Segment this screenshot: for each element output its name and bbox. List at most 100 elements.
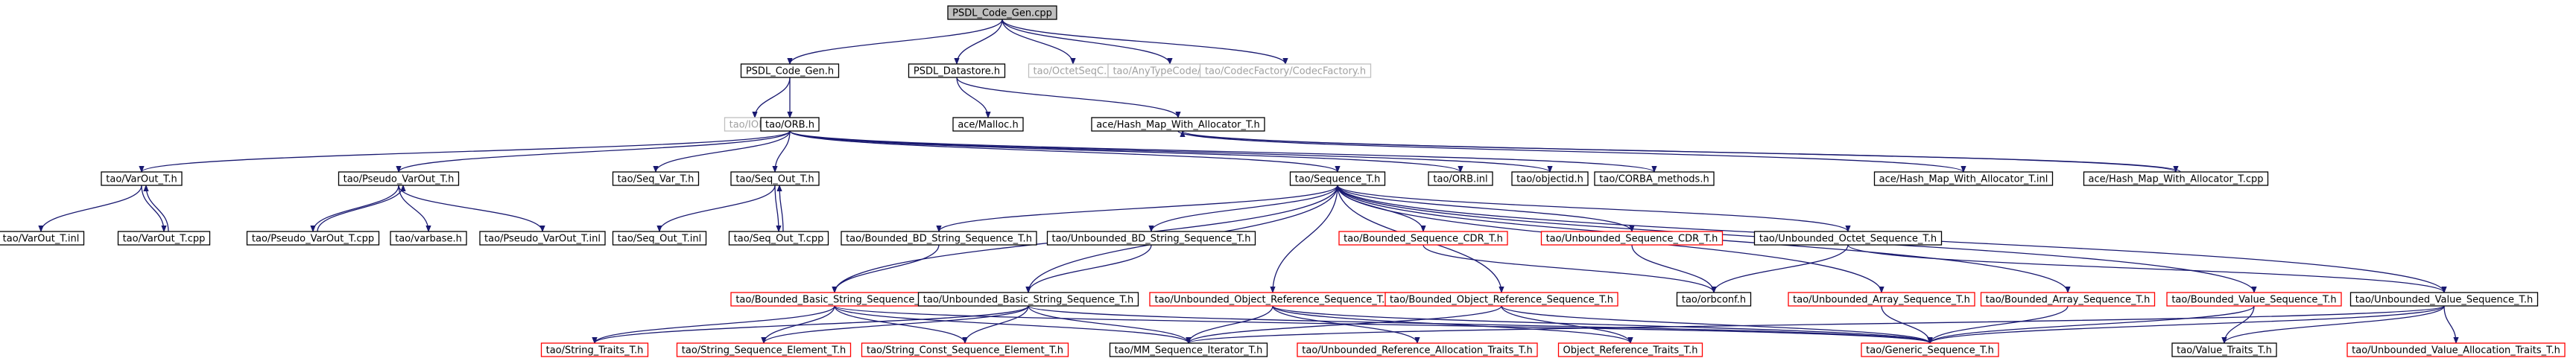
graph-edge xyxy=(1930,305,2069,344)
graph-node-psdl-code-gen-h[interactable]: PSDL_Code_Gen.h xyxy=(740,63,840,78)
graph-node-psdl-datastore-h[interactable]: PSDL_Datastore.h xyxy=(908,63,1006,78)
graph-node-unbounded-array-h[interactable]: tao/Unbounded_Array_Sequence_T.h xyxy=(1788,292,1975,307)
graph-node-objref-traits-h[interactable]: Object_Reference_Traits_T.h xyxy=(1557,342,1703,357)
graph-node-bounded-bd-h[interactable]: tao/Bounded_BD_String_Sequence_T.h xyxy=(841,231,1037,246)
graph-node-seq-out-h[interactable]: tao/Seq_Out_T.h xyxy=(730,171,820,186)
graph-edge xyxy=(317,185,403,232)
graph-node-string-seq-elem-h[interactable]: tao/String_Sequence_Element_T.h xyxy=(676,342,852,357)
graph-node-unbounded-objref-h[interactable]: tao/Unbounded_Object_Reference_Sequence_… xyxy=(1149,292,1396,307)
graph-node-box xyxy=(1511,171,1589,186)
graph-node-box xyxy=(1338,231,1508,246)
graph-node-unbounded-octet-h[interactable]: tao/Unbounded_Octet_Sequence_T.h xyxy=(1753,231,1943,246)
graph-node-pseudo-varout-cpp[interactable]: tao/Pseudo_VarOut_T.cpp xyxy=(246,231,380,246)
graph-edge xyxy=(141,185,164,231)
graph-edge xyxy=(939,185,1338,232)
graph-edge xyxy=(1337,185,1632,232)
graph-node-orb-h[interactable]: tao/ORB.h xyxy=(760,117,820,132)
graph-node-hashmap-inl[interactable]: ace/Hash_Map_With_Allocator_T.inl xyxy=(1873,171,2054,186)
graph-node-corba-methods-h[interactable]: tao/CORBA_methods.h xyxy=(1594,171,1715,186)
graph-node-label: tao/ORB.inl xyxy=(1433,174,1487,185)
graph-edge xyxy=(1028,305,1189,344)
graph-node-bounded-cdr-h[interactable]: tao/Bounded_Sequence_CDR_T.h xyxy=(1338,231,1508,246)
graph-node-label: tao/Pseudo_VarOut_T.cpp xyxy=(252,234,374,245)
graph-node-box xyxy=(1046,231,1256,246)
graph-node-sequence-h[interactable]: tao/Sequence_T.h xyxy=(1289,171,1386,186)
graph-edge xyxy=(957,19,1003,65)
graph-node-root[interactable]: PSDL_Code_Gen.cpp xyxy=(947,5,1057,20)
graph-node-varout-inl[interactable]: tao/VarOut_T.inl xyxy=(0,231,85,246)
graph-edge xyxy=(398,185,542,232)
graph-node-unbounded-value-alloc-h[interactable]: tao/Unbounded_Value_Allocation_Traits_T.… xyxy=(2346,342,2566,357)
graph-node-label: tao/String_Traits_T.h xyxy=(546,345,644,357)
graph-node-box xyxy=(390,231,467,246)
graph-node-malloc-h[interactable]: ace/Malloc.h xyxy=(952,117,1024,132)
graph-node-varbase-h[interactable]: tao/varbase.h xyxy=(390,231,467,246)
graph-node-unbounded-ref-alloc-h[interactable]: tao/Unbounded_Reference_Allocation_Trait… xyxy=(1297,342,1538,357)
graph-node-box xyxy=(479,231,606,246)
graph-node-octetseqc-h[interactable]: tao/OctetSeqC.h xyxy=(1028,63,1118,78)
graph-node-mm-seq-iter-h[interactable]: tao/MM_Sequence_Iterator_T.h xyxy=(1109,342,1268,357)
graph-node-box xyxy=(1540,231,1724,246)
graph-node-box xyxy=(730,171,820,186)
graph-edge xyxy=(656,130,791,173)
graph-node-unbounded-basic-h[interactable]: tao/Unbounded_Basic_String_Sequence_T.h xyxy=(917,292,1139,307)
graph-node-bounded-value-h[interactable]: tao/Bounded_Value_Sequence_T.h xyxy=(2166,292,2342,307)
graph-edge xyxy=(1272,305,1630,344)
graph-node-unbounded-value-h[interactable]: tao/Unbounded_Value_Sequence_T.h xyxy=(2349,292,2539,307)
graph-node-codecfactory-h[interactable]: tao/CodecFactory/CodecFactory.h xyxy=(1199,63,1372,78)
graph-node-label: tao/objectid.h xyxy=(1516,174,1583,185)
graph-node-label: ace/Hash_Map_With_Allocator_T.h xyxy=(1096,120,1260,131)
graph-node-seq-var-h[interactable]: tao/Seq_Var_T.h xyxy=(612,171,700,186)
graph-edge xyxy=(313,185,399,232)
graph-edge xyxy=(1151,185,1338,232)
graph-node-generic-seq-h[interactable]: tao/Generic_Sequence_T.h xyxy=(1861,342,1999,357)
graph-node-label: tao/Unbounded_Sequence_CDR_T.h xyxy=(1546,234,1718,245)
graph-edge xyxy=(1177,130,1963,173)
graph-node-box xyxy=(1980,292,2156,307)
graph-edge xyxy=(1028,244,1152,293)
graph-node-box xyxy=(760,117,820,132)
graph-node-label: tao/VarOut_T.inl xyxy=(3,234,80,245)
graph-edge xyxy=(1183,130,2181,173)
graph-node-varout-cpp[interactable]: tao/VarOut_T.cpp xyxy=(117,231,211,246)
graph-node-pseudo-varout-h[interactable]: tao/Pseudo_VarOut_T.h xyxy=(338,171,460,186)
graph-node-label: tao/Pseudo_VarOut_T.inl xyxy=(484,234,601,245)
graph-node-pseudo-varout-inl[interactable]: tao/Pseudo_VarOut_T.inl xyxy=(479,231,606,246)
graph-node-seq-out-cpp[interactable]: tao/Seq_Out_T.cpp xyxy=(728,231,829,246)
graph-node-label: tao/MM_Sequence_Iterator_T.h xyxy=(1115,345,1263,357)
graph-node-string-const-seq-elem-h[interactable]: tao/String_Const_Sequence_Element_T.h xyxy=(861,342,1069,357)
graph-node-string-traits-h[interactable]: tao/String_Traits_T.h xyxy=(540,342,649,357)
graph-node-varout-h[interactable]: tao/VarOut_T.h xyxy=(101,171,183,186)
graph-edge xyxy=(965,305,1029,344)
graph-edge xyxy=(142,130,791,173)
graph-node-orb-inl[interactable]: tao/ORB.inl xyxy=(1428,171,1493,186)
graph-node-bounded-basic-h[interactable]: tao/Bounded_Basic_String_Sequence_T.h xyxy=(730,292,939,307)
graph-node-box xyxy=(101,171,183,186)
graph-node-value-traits-h[interactable]: tao/Value_Traits_T.h xyxy=(2171,342,2277,357)
graph-edge xyxy=(956,77,988,118)
graph-edge xyxy=(775,130,791,172)
graph-node-objectid-h[interactable]: tao/objectid.h xyxy=(1511,171,1589,186)
graph-node-box xyxy=(117,231,211,246)
graph-edge xyxy=(790,19,1003,65)
graph-node-label: tao/VarOut_T.cpp xyxy=(123,234,206,245)
graph-edge xyxy=(659,185,776,232)
graph-node-hashmap-cpp[interactable]: ace/Hash_Map_With_Allocator_T.cpp xyxy=(2083,171,2269,186)
graph-edge xyxy=(1501,305,1930,344)
graph-edge xyxy=(1001,19,1073,65)
graph-node-unbounded-cdr-h[interactable]: tao/Unbounded_Sequence_CDR_T.h xyxy=(1540,231,1724,246)
graph-node-unbounded-bd-h[interactable]: tao/Unbounded_BD_String_Sequence_T.h xyxy=(1046,231,1256,246)
graph-node-box xyxy=(1297,342,1538,357)
graph-node-seq-out-inl[interactable]: tao/Seq_Out_T.inl xyxy=(612,231,707,246)
graph-node-label: tao/Unbounded_Array_Sequence_T.h xyxy=(1793,295,1970,306)
graph-edge xyxy=(1930,305,2445,344)
graph-node-bounded-array-h[interactable]: tao/Bounded_Array_Sequence_T.h xyxy=(1980,292,2156,307)
graph-edge xyxy=(1001,19,1170,65)
graph-node-box xyxy=(728,231,829,246)
graph-node-hashmap-h[interactable]: ace/Hash_Map_With_Allocator_T.h xyxy=(1091,117,1265,132)
graph-node-orbconf-h[interactable]: tao/orbconf.h xyxy=(1676,292,1752,307)
graph-node-label: tao/Unbounded_Object_Reference_Sequence_… xyxy=(1154,295,1390,306)
graph-node-bounded-objref-h[interactable]: tao/Bounded_Object_Reference_Sequence_T.… xyxy=(1384,292,1618,307)
